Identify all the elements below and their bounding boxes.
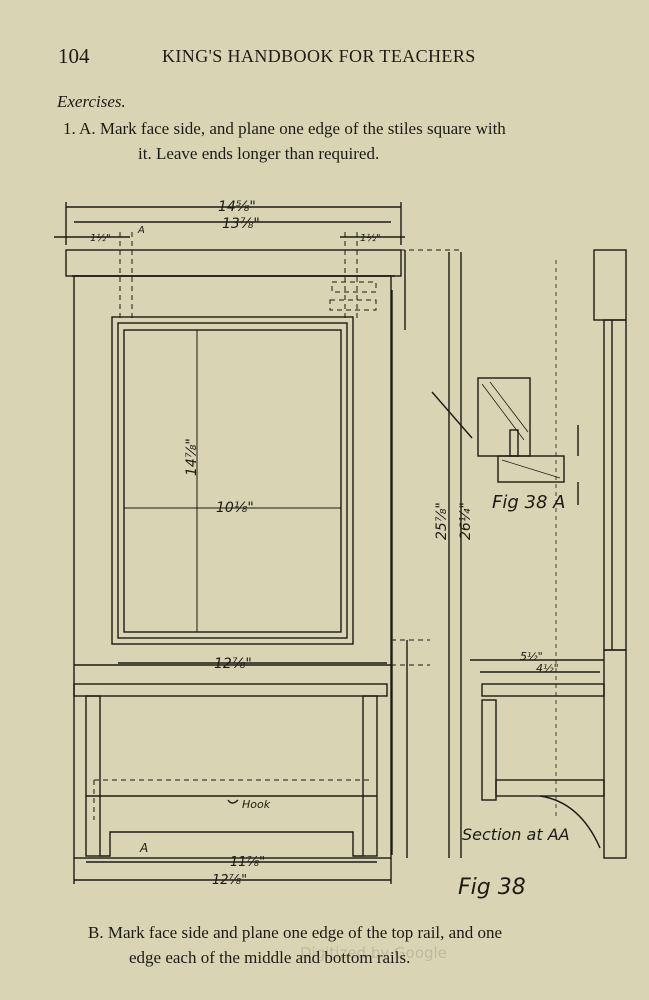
door-frame [111,316,354,645]
section-label: Section at AA [462,825,570,844]
exercise-b-line1: B. Mark face side and plane one edge of … [88,923,502,942]
watermark: Digitized by Google [300,944,447,962]
dim-overall-width: 14⅝" [218,199,256,215]
dim-side-2: 4½" [536,662,559,675]
dim-bottom-inner: 11⅞" [230,855,265,870]
exercise-a-line2: it. Leave ends longer than required. [138,144,380,163]
dim-total-height-1: 25⅞" [434,502,450,540]
section-title: Exercises. [57,92,126,111]
dim-total-height-2: 26¼" [458,502,474,540]
shelf [73,683,388,697]
dim-shelf: 12⅞" [214,656,252,672]
dim-top-width: 13⅞" [222,216,260,232]
exercise-b: B. Mark face side and plane one edge of … [88,920,649,970]
dim-side-1: 5½" [520,650,543,663]
dim-bottom-outer: 12⅞" [212,873,247,888]
page-number: 104 [58,44,90,68]
page-header: 104 KING'S HANDBOOK FOR TEACHERS [58,44,629,74]
dim-width-pane: 10⅛" [216,500,254,516]
fig-38a-label: Fig 38 A [492,492,565,513]
cabinet-carcass [73,275,392,859]
dim-left-small: 1½" [90,232,111,244]
exercise-b-line2: edge each of the middle and bottom rails… [129,948,411,967]
running-title: KING'S HANDBOOK FOR TEACHERS [162,46,476,66]
dim-height-pane: 14⅞" [184,438,200,476]
exercise-a: 1. A. Mark face side, and plane one edge… [63,116,649,166]
exercise-a-line1: 1. A. Mark face side, and plane one edge… [63,119,506,138]
dim-right-small: 1½" [360,232,381,244]
hook-label: Hook [242,798,271,811]
dim-a-label: A [137,225,145,236]
a-bottom-label: A [139,841,148,855]
top-cornice [65,249,402,277]
fig-38-label: Fig 38 [458,875,526,900]
